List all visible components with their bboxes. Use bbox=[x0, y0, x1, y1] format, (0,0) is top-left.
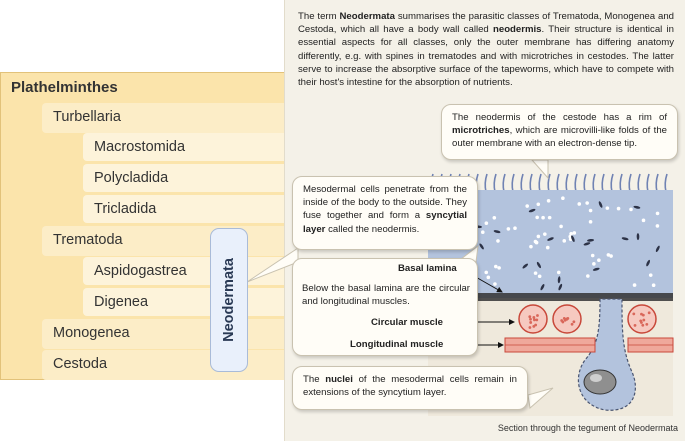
microtriches-callout: The neodermis of the cestode has a rim o… bbox=[441, 104, 678, 160]
taxon-macrostomida: Macrostomida bbox=[83, 133, 284, 161]
nuclei-callout-tail bbox=[527, 387, 554, 409]
neodermata-pointer bbox=[246, 247, 299, 283]
figure-caption: Section through the tegument of Neoderma… bbox=[497, 423, 678, 433]
nuclei-callout: The nuclei of the mesodermal cells remai… bbox=[292, 366, 528, 410]
muscle-fibres bbox=[528, 311, 651, 329]
taxon-turbellaria: Turbellaria bbox=[42, 103, 284, 133]
neodermata-capsule: Neodermata bbox=[210, 228, 248, 372]
intro-paragraph: The term Neodermata summarises the paras… bbox=[298, 11, 675, 89]
circular-muscles bbox=[518, 304, 657, 334]
basal-lamina-label: Basal lamina bbox=[398, 263, 457, 274]
taxon-root: Plathelminthes bbox=[11, 79, 118, 96]
neodermata-label: Neodermata bbox=[221, 258, 237, 342]
taxon-digenea: Digenea bbox=[83, 288, 284, 316]
taxonomy-panel: Plathelminthes Turbellaria Macrostomida … bbox=[0, 72, 286, 380]
taxon-tricladida: Tricladida bbox=[83, 195, 284, 223]
syncytial-callout: Mesodermal cells penetrate from the insi… bbox=[292, 176, 478, 250]
taxon-polycladida: Polycladida bbox=[83, 164, 284, 192]
nucleus bbox=[583, 369, 617, 395]
microtriches-callout-tail bbox=[530, 159, 549, 180]
longitudinal-muscle-label: Longitudinal muscle bbox=[350, 339, 444, 350]
circular-muscle-label: Circular muscle bbox=[371, 317, 443, 328]
muscles-callout bbox=[292, 258, 478, 356]
muscles-text: Below the basal lamina are the circular … bbox=[302, 283, 470, 308]
nucleolus bbox=[590, 374, 602, 382]
basal-lamina bbox=[428, 293, 673, 301]
